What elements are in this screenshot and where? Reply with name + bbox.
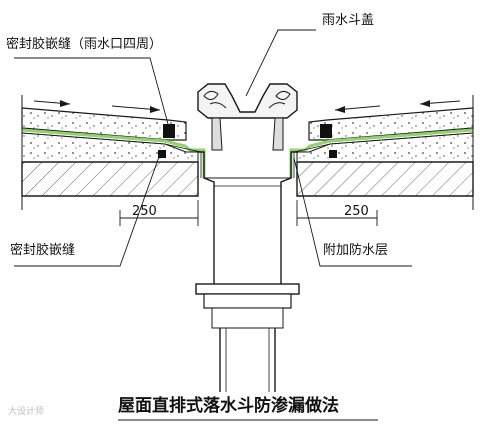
watermark: 大设计师	[8, 407, 45, 417]
dimension-lines	[119, 200, 378, 226]
right-flow-arrow-icon	[335, 106, 345, 113]
label-sealant-joint: 密封胶嵌缝	[10, 243, 76, 258]
left-flow-arrow-icon	[150, 106, 160, 113]
leader-lines	[14, 29, 412, 267]
left-roof-section	[21, 95, 206, 210]
drain-body	[195, 151, 300, 392]
right-structural-slab	[296, 161, 474, 197]
label-extra-waterproof-layer: 附加防水层	[323, 243, 389, 258]
right-sealant-block	[320, 124, 332, 138]
left-structural-slab	[21, 161, 199, 197]
drain-cover	[197, 83, 298, 151]
drawing-title: 屋面直排式落水斗防渗漏做法	[118, 396, 339, 416]
right-sealant-small	[329, 150, 337, 158]
right-roof-section	[289, 95, 474, 210]
dimension-right: 250	[344, 204, 369, 219]
left-sealant-block	[163, 124, 175, 138]
left-sealant-small	[158, 150, 166, 158]
dimension-left: 250	[132, 204, 157, 219]
label-drain-cover: 雨水斗盖	[322, 13, 375, 28]
label-sealant-around-drain: 密封胶嵌缝（雨水口四周）	[6, 37, 163, 52]
